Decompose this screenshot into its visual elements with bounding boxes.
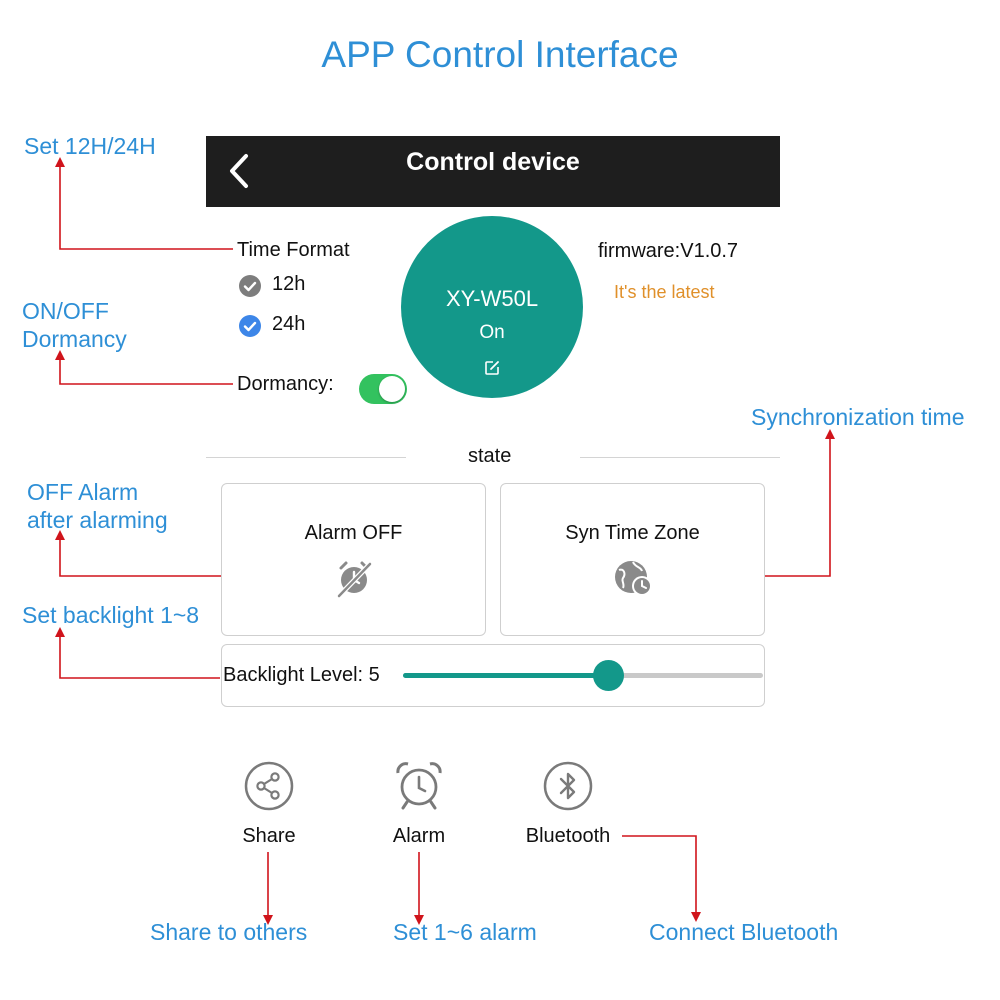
divider-right xyxy=(580,457,780,458)
slider-thumb[interactable] xyxy=(593,660,625,691)
annotation-backlight: Set backlight 1~8 xyxy=(22,602,200,628)
dormancy-label: Dormancy: xyxy=(237,373,334,395)
annotation-share: Share to others xyxy=(150,919,308,945)
device-name: XY-W50L xyxy=(445,286,539,311)
header-title: Control device xyxy=(406,148,580,176)
annotation-bluetooth: Connect Bluetooth xyxy=(649,919,839,945)
firmware-version: firmware:V1.0.7 xyxy=(598,240,739,262)
device-state: On xyxy=(479,322,505,343)
alarm-label: Alarm xyxy=(392,825,446,847)
back-button[interactable] xyxy=(218,146,258,196)
slider-fill xyxy=(403,673,609,678)
checkmark-icon xyxy=(243,321,257,332)
checkmark-icon xyxy=(243,281,257,292)
annotation-dormancy-line1: ON/OFF xyxy=(22,298,109,324)
alarm-off-card[interactable]: Alarm OFF xyxy=(221,483,486,636)
device-status-circle: XY-W50L On xyxy=(401,216,583,398)
time-format-label: Time Format xyxy=(237,239,350,261)
bluetooth-label: Bluetooth xyxy=(525,825,611,847)
backlight-label: Backlight Level: 5 xyxy=(223,664,380,686)
sync-time-zone-label: Syn Time Zone xyxy=(565,522,700,544)
radio-24h[interactable] xyxy=(239,315,261,337)
page-title: APP Control Interface xyxy=(321,34,679,75)
chevron-left-icon xyxy=(230,154,248,188)
share-icon xyxy=(244,761,294,811)
app-header: Control device xyxy=(206,136,780,207)
option-24h-label: 24h xyxy=(272,313,306,335)
globe-clock-icon xyxy=(611,556,655,600)
backlight-slider[interactable] xyxy=(403,660,763,691)
annotation-alarm: Set 1~6 alarm xyxy=(393,919,537,945)
alarm-off-icon xyxy=(333,558,375,600)
arrow-dormancy xyxy=(55,350,233,385)
annotation-dormancy-line2: Dormancy xyxy=(22,326,127,352)
alarm-button[interactable] xyxy=(393,759,445,811)
firmware-status: It's the latest xyxy=(614,282,715,302)
annotation-alarm-off-line1: OFF Alarm xyxy=(27,479,139,505)
radio-12h[interactable] xyxy=(239,275,261,297)
annotation-alarm-off-line2: after alarming xyxy=(27,507,168,533)
bluetooth-button[interactable] xyxy=(543,761,593,811)
share-button[interactable] xyxy=(244,761,294,811)
bluetooth-icon xyxy=(543,761,593,811)
share-label: Share xyxy=(242,825,296,847)
arrow-bluetooth xyxy=(622,835,701,922)
divider-left xyxy=(206,457,406,458)
edit-icon[interactable] xyxy=(484,360,500,376)
alarm-off-label: Alarm OFF xyxy=(304,522,403,544)
annotation-sync-time: Synchronization time xyxy=(751,404,965,430)
alarm-clock-icon xyxy=(396,762,442,810)
option-12h-label: 12h xyxy=(272,273,306,295)
state-section-label: state xyxy=(468,445,512,467)
annotation-time-format: Set 12H/24H xyxy=(24,133,156,159)
dormancy-toggle[interactable] xyxy=(359,374,407,404)
sync-time-zone-card[interactable]: Syn Time Zone xyxy=(500,483,765,636)
toggle-knob xyxy=(379,376,405,402)
arrow-backlight xyxy=(55,627,220,679)
